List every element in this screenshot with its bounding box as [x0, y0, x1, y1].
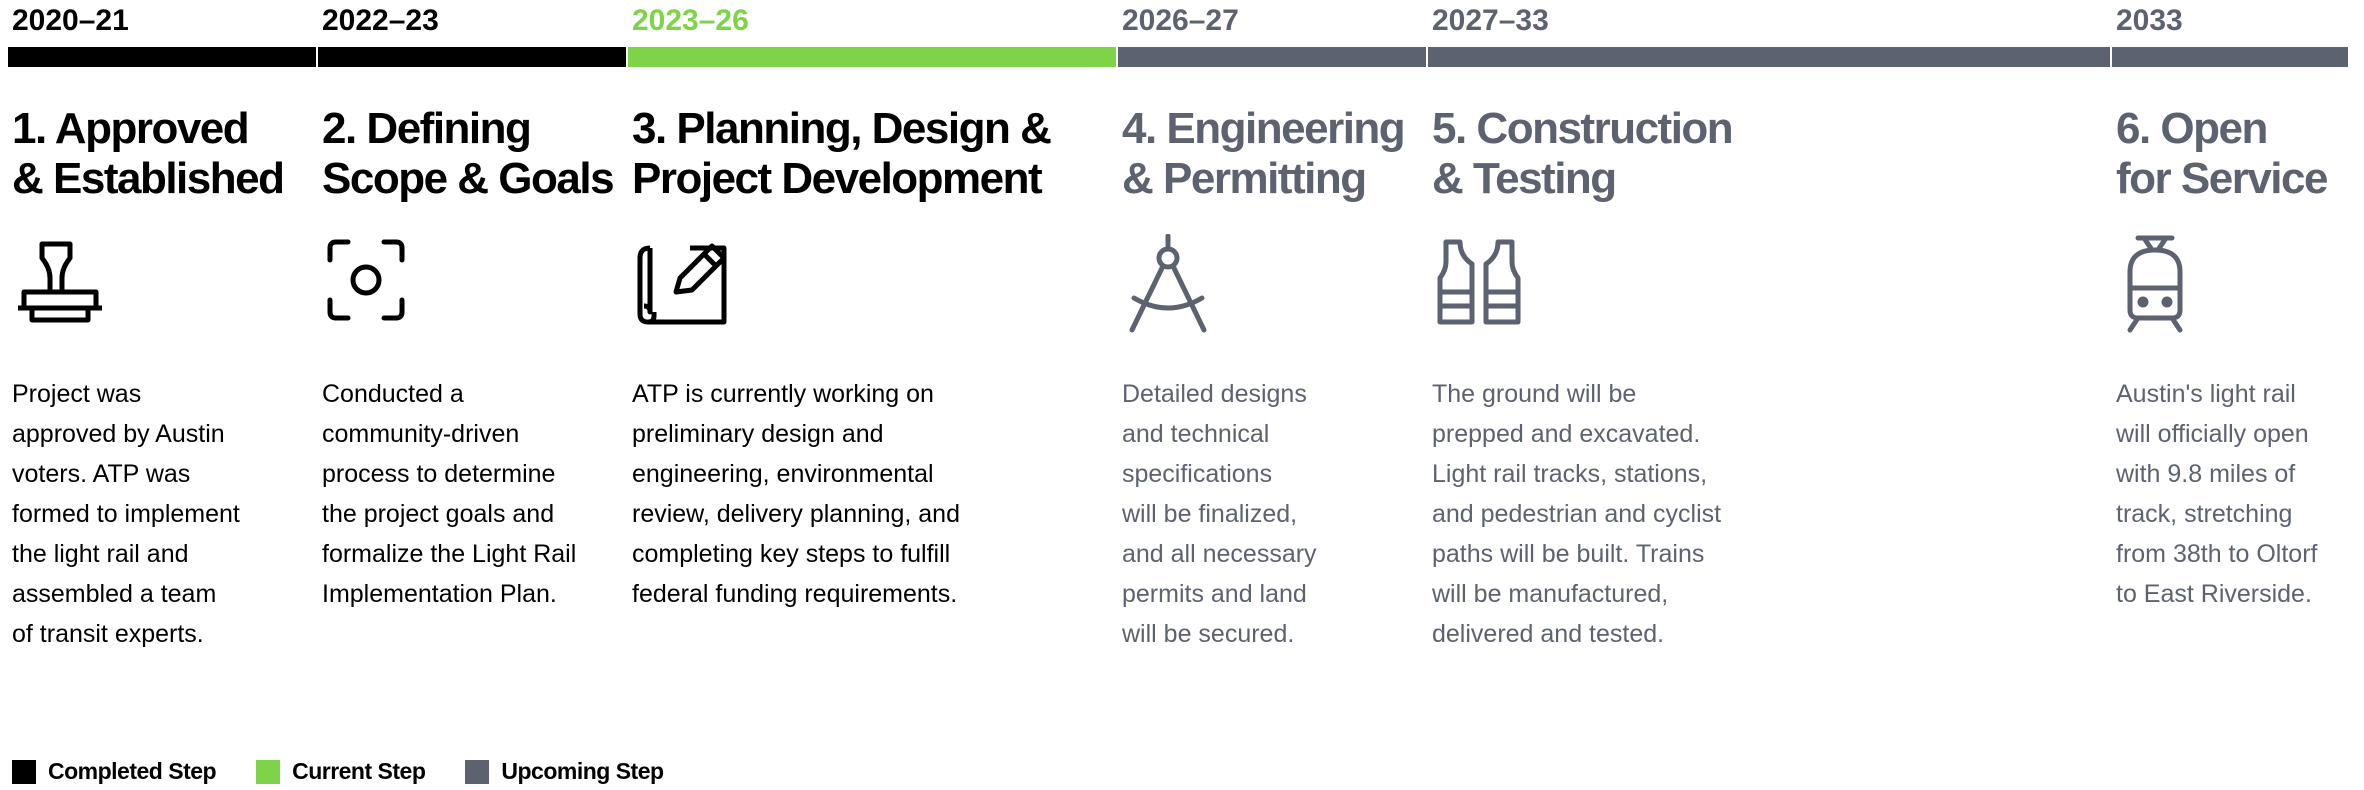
description-line: assembled a team — [12, 580, 217, 608]
phase-title: 3. Planning, Design & Project Developmen… — [632, 104, 1052, 204]
description-line: Detailed designs — [1122, 380, 1307, 408]
legend-swatch-completed — [12, 759, 36, 784]
phase-title: 6. Open for Service — [2116, 104, 2328, 204]
description-line: and technical — [1122, 420, 1270, 448]
description-line: Austin's light rail — [2116, 380, 2296, 408]
legend-swatch-current — [256, 759, 281, 784]
description-line: community-driven — [322, 420, 520, 448]
phase-title-line: 6. Open — [2116, 104, 2268, 153]
phase-title-line: & Testing — [1432, 154, 1617, 203]
phase-title-line: 3. Planning, Design & — [632, 104, 1052, 153]
description-line: formalize the Light Rail — [322, 540, 577, 568]
description-line: Conducted a — [322, 380, 464, 408]
description-line: the light rail and — [12, 540, 189, 568]
description-line: Project was — [12, 380, 142, 408]
phase-year: 2023–26 — [632, 4, 749, 37]
phase-title-line: for Service — [2116, 154, 2328, 203]
timeline-bar-upcoming — [1428, 47, 2110, 67]
description-line: and all necessary — [1122, 540, 1317, 568]
description-line: permits and land — [1122, 580, 1307, 608]
description-line: review, delivery planning, and — [632, 500, 960, 528]
description-line: process to determine — [322, 460, 556, 488]
phase-year: 2022–23 — [322, 4, 439, 37]
phase-description: Project was approved by Austin voters. A… — [12, 374, 240, 654]
timeline-bar-upcoming — [2112, 47, 2348, 67]
description-line: specifications — [1122, 460, 1273, 488]
legend: Completed Step Current Step Upcoming Ste… — [12, 758, 704, 785]
legend-item-current: Current Step — [256, 758, 426, 785]
description-line: track, stretching — [2116, 500, 2293, 528]
light-rail-train-icon — [2116, 234, 2212, 334]
legend-label: Current Step — [292, 758, 426, 784]
description-line: from 38th to Oltorf — [2116, 540, 2318, 568]
timeline-bar-current — [628, 47, 1116, 67]
description-line: engineering, environmental — [632, 460, 934, 488]
phase-year: 2026–27 — [1122, 4, 1239, 37]
phase-title: 1. Approved & Established — [12, 104, 285, 204]
phase-description: Detailed designs and technical specifica… — [1122, 374, 1317, 654]
description-line: will be manufactured, — [1432, 580, 1669, 608]
description-line: approved by Austin — [12, 420, 225, 448]
phase-title-line: 5. Construction — [1432, 104, 1734, 153]
description-line: with 9.8 miles of — [2116, 460, 2296, 488]
legend-label: Upcoming Step — [501, 758, 664, 784]
description-line: and pedestrian and cyclist — [1432, 500, 1722, 528]
description-line: of transit experts. — [12, 620, 204, 648]
phase-title: 2. Defining Scope & Goals — [322, 104, 615, 204]
description-line: will be finalized, — [1122, 500, 1298, 528]
legend-label: Completed Step — [48, 758, 217, 784]
phase-title-line: & Permitting — [1122, 154, 1367, 203]
description-line: ATP is currently working on — [632, 380, 934, 408]
compass-icon — [1122, 233, 1218, 334]
description-line: completing key steps to fulfill — [632, 540, 951, 568]
description-line: prepped and excavated. — [1432, 420, 1701, 448]
description-line: the project goals and — [322, 500, 555, 528]
phase-description: The ground will be prepped and excavated… — [1432, 374, 1721, 654]
description-line: formed to implement — [12, 500, 240, 528]
focus-target-icon — [322, 234, 418, 334]
description-line: to East Riverside. — [2116, 580, 2312, 608]
phase-title-line: Project Development — [632, 154, 1043, 203]
phase-year: 2020–21 — [12, 4, 129, 37]
legend-item-completed: Completed Step — [12, 758, 217, 785]
stamp-icon — [12, 234, 108, 334]
phase-title-line: & Established — [12, 154, 285, 203]
phase-description: Conducted a community-driven process to … — [322, 374, 576, 614]
description-line: voters. ATP was — [12, 460, 191, 488]
phase-title-line: 2. Defining — [322, 104, 532, 153]
description-line: preliminary design and — [632, 420, 884, 448]
phase-year: 2027–33 — [1432, 4, 1549, 37]
phase-title-line: Scope & Goals — [322, 154, 615, 203]
timeline-bar-upcoming — [1118, 47, 1426, 67]
description-line: will officially open — [2116, 420, 2309, 448]
description-line: Implementation Plan. — [322, 580, 557, 608]
timeline-bar-completed — [8, 47, 316, 67]
description-line: paths will be built. Trains — [1432, 540, 1705, 568]
description-line: federal funding requirements. — [632, 580, 958, 608]
phase-title: 4. Engineering & Permitting — [1122, 104, 1406, 204]
phase-title-line: 1. Approved — [12, 104, 250, 153]
description-line: The ground will be — [1432, 380, 1637, 408]
description-line: Light rail tracks, stations, — [1432, 460, 1708, 488]
phase-description: ATP is currently working on preliminary … — [632, 374, 960, 614]
legend-item-upcoming: Upcoming Step — [465, 758, 664, 785]
timeline-bar-completed — [318, 47, 626, 67]
phase-title-line: 4. Engineering — [1122, 104, 1406, 153]
phase-title: 5. Construction & Testing — [1432, 104, 1734, 204]
legend-swatch-upcoming — [465, 759, 490, 784]
phase-description: Austin's light rail will officially open… — [2116, 374, 2317, 614]
description-line: will be secured. — [1122, 620, 1295, 648]
description-line: delivered and tested. — [1432, 620, 1665, 648]
safety-vest-icon — [1432, 234, 1528, 334]
blueprint-pencil-icon — [632, 234, 728, 334]
phase-year: 2033 — [2116, 4, 2183, 37]
